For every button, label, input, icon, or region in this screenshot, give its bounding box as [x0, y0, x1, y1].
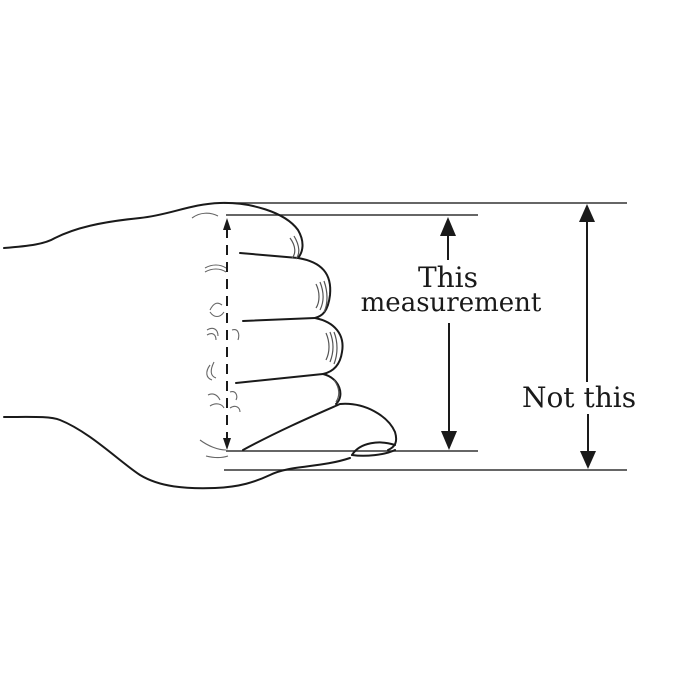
not-this-arrow	[579, 204, 596, 469]
arrowhead-down-icon	[223, 438, 231, 450]
knuckle-creases	[191, 212, 241, 459]
arrowhead-down-icon	[580, 451, 596, 469]
arrowhead-up-icon	[440, 217, 456, 236]
arrowhead-up-icon	[579, 204, 595, 222]
label-measurement: measurement	[361, 288, 542, 318]
label-this: This	[418, 261, 478, 294]
knuckle-dashed-arrow	[223, 218, 231, 450]
hand-outline	[3, 201, 398, 490]
label-not-this: Not this	[522, 381, 636, 414]
finger-shading	[289, 235, 340, 403]
arrowhead-up-icon	[223, 218, 231, 230]
this-measurement-arrow	[440, 217, 457, 450]
arrowhead-down-icon	[441, 431, 457, 450]
